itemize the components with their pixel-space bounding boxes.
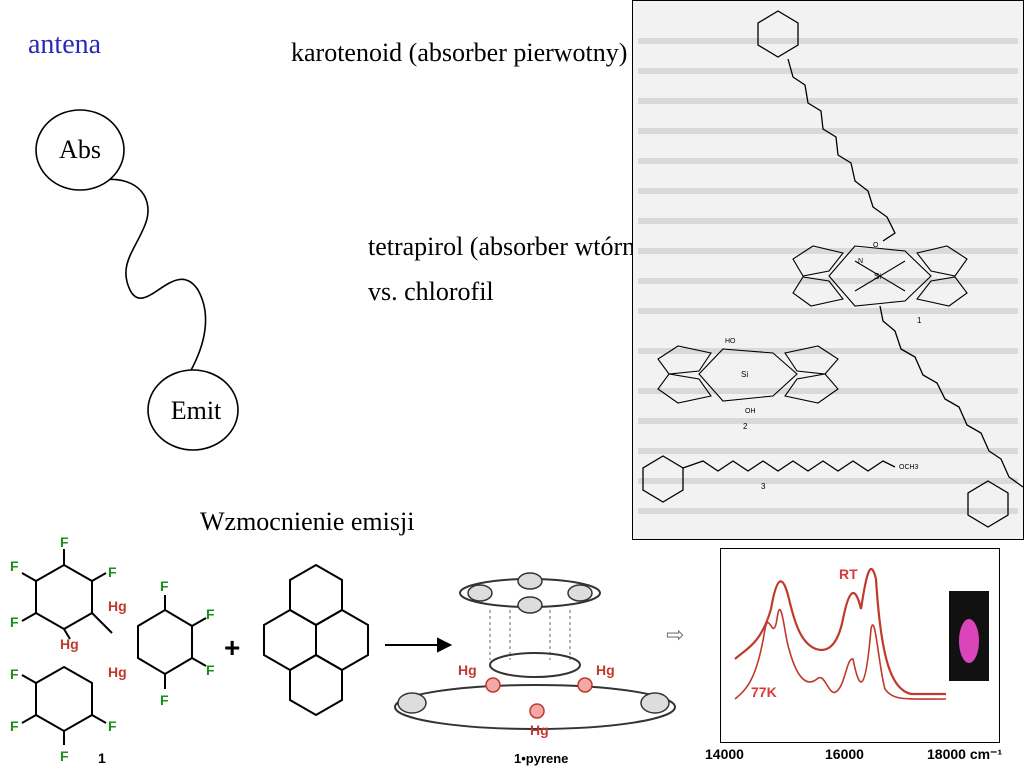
fluorine-label: F <box>10 558 19 574</box>
implies-arrow-icon: ⇨ <box>666 622 684 647</box>
si-phthalocyanine-2 <box>657 345 839 404</box>
oxygen-atom-top: O <box>873 242 879 249</box>
pyrene-molecule <box>263 563 369 717</box>
emission-glow <box>959 619 979 663</box>
methoxy-label: OCH3 <box>899 464 919 471</box>
emission-spectrum-panel: RT 77K <box>720 548 1000 743</box>
compound-number-2: 2 <box>743 422 748 431</box>
chlorophyll-caption: vs. chlorofil <box>368 277 494 306</box>
compound-number-1: 1 <box>917 316 922 325</box>
compound-number: 1 <box>98 750 106 766</box>
product-crystal-structure <box>394 572 676 730</box>
antenna-wire <box>99 178 207 373</box>
spectrum-curve-rt <box>734 567 946 696</box>
product-label: 1•pyrene <box>514 751 568 766</box>
fluorine-label: F <box>10 614 19 630</box>
slide-title: antena <box>28 29 102 60</box>
77k-label: 77K <box>751 684 777 700</box>
pentafluorophenyl-ring-top <box>21 549 113 640</box>
reaction-arrow <box>385 637 453 653</box>
x-tick-label: 18000 cm⁻¹ <box>927 746 1003 762</box>
emit-circle <box>147 369 239 451</box>
abs-label: Abs <box>59 135 101 164</box>
mercury-label: Hg <box>530 722 549 738</box>
plus-sign: + <box>224 632 240 663</box>
fluorine-label: F <box>10 666 19 682</box>
fluorine-label: F <box>10 718 19 734</box>
silicon-atom-1: Si <box>874 272 881 281</box>
mercury-label: Hg <box>596 662 615 678</box>
pentafluorophenyl-ring-right <box>137 595 207 689</box>
mercury-label: Hg <box>108 598 127 614</box>
compound-number-3: 3 <box>761 482 766 491</box>
tetrapyrrole-caption: tetrapirol (absorber wtórny) <box>368 232 657 261</box>
fluorine-label: F <box>108 718 117 734</box>
fluorine-label: F <box>160 692 169 708</box>
scan-background-lines <box>638 38 1018 514</box>
antenna-diagram: Abs Emit <box>35 109 239 451</box>
emission-spectrum: RT 77K <box>734 566 989 700</box>
x-tick-label: 14000 <box>705 746 744 762</box>
rt-label: RT <box>839 566 858 582</box>
emit-label: Emit <box>171 396 222 425</box>
structure-drawing: O Si N 1 HO Si OH 2 OCH3 <box>638 10 1023 528</box>
fluorine-label: F <box>206 606 215 622</box>
mercury-label: Hg <box>60 636 79 652</box>
spectrum-curve-77k <box>734 608 947 700</box>
fluorine-label: F <box>60 748 69 764</box>
si-phthalocyanine-1 <box>792 245 968 307</box>
emission-caption: Wzmocnienie emisji <box>200 507 415 536</box>
structure-scan-panel: O Si N 1 HO Si OH 2 OCH3 <box>632 0 1024 540</box>
carotenoid-caption: karotenoid (absorber pierwotny) <box>291 38 628 67</box>
hydroxyl-label: HO <box>725 338 736 345</box>
fluorine-label: F <box>108 564 117 580</box>
carotene-ring-bottom-right <box>967 480 1009 528</box>
x-tick-label: 16000 <box>825 746 864 762</box>
carotene-chain-middle <box>879 305 1023 488</box>
abs-circle <box>35 109 125 191</box>
carotene-chain-3 <box>682 460 896 472</box>
mercury-label: Hg <box>458 662 477 678</box>
fluorine-label: F <box>160 578 169 594</box>
fluorine-label: F <box>206 662 215 678</box>
spectrum-x-axis: 14000 16000 18000 cm⁻¹ <box>705 746 1024 766</box>
mercury-label: Hg <box>108 664 127 680</box>
silicon-atom-2: Si <box>741 370 748 379</box>
fluorine-label: F <box>60 535 69 550</box>
reaction-scheme: F F F F Hg Hg Hg F F F F F F F F 1 + <box>10 535 684 766</box>
carotene-chain-top <box>787 58 896 242</box>
carotene-ring-top <box>757 10 799 58</box>
hydroxyl-bottom-label: OH <box>745 408 756 415</box>
pentafluorophenyl-ring-bottom <box>21 665 107 745</box>
nitrogen-atom-1: N <box>858 258 863 265</box>
